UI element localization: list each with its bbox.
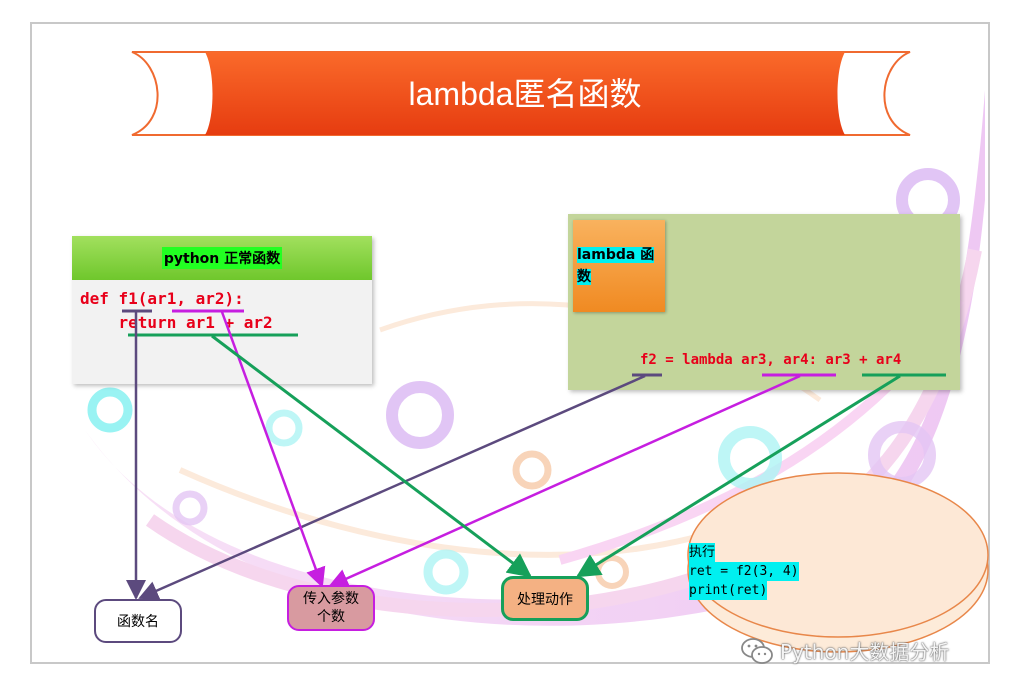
exec-line-1: 执行	[689, 543, 716, 562]
params-label: 传入参数个数	[303, 591, 359, 625]
action-label: 处理动作	[517, 591, 573, 608]
code-line-return: return ar1 + ar2	[80, 313, 273, 332]
action-node: 处理动作	[501, 576, 589, 621]
exec-line-2: ret = f2(3, 4)	[689, 562, 799, 581]
page-title: lambda匿名函数	[408, 76, 642, 112]
normal-function-box: python 正常函数	[72, 236, 372, 384]
func-name-label: 函数名	[117, 614, 159, 630]
title-banner	[131, 51, 911, 136]
lambda-label-box: lambda 函数	[573, 220, 665, 312]
watermark-text: Python大数据分析	[780, 640, 950, 664]
code-line-def: def f1(ar1, ar2):	[80, 289, 244, 308]
exec-line-3: print(ret)	[689, 581, 768, 600]
lambda-code: f2 = lambda ar3, ar4: ar3 + ar4	[640, 352, 902, 368]
normal-function-title: python 正常函数	[161, 247, 283, 269]
lambda-label: lambda 函数	[577, 247, 655, 285]
watermark: Python大数据分析	[740, 636, 949, 665]
normal-function-header: python 正常函数	[72, 236, 372, 280]
params-node: 传入参数个数	[287, 585, 375, 631]
wechat-icon	[741, 637, 773, 664]
execution-code: 执行 ret = f2(3, 4) print(ret)	[689, 543, 799, 600]
func-name-node: 函数名	[94, 599, 182, 643]
